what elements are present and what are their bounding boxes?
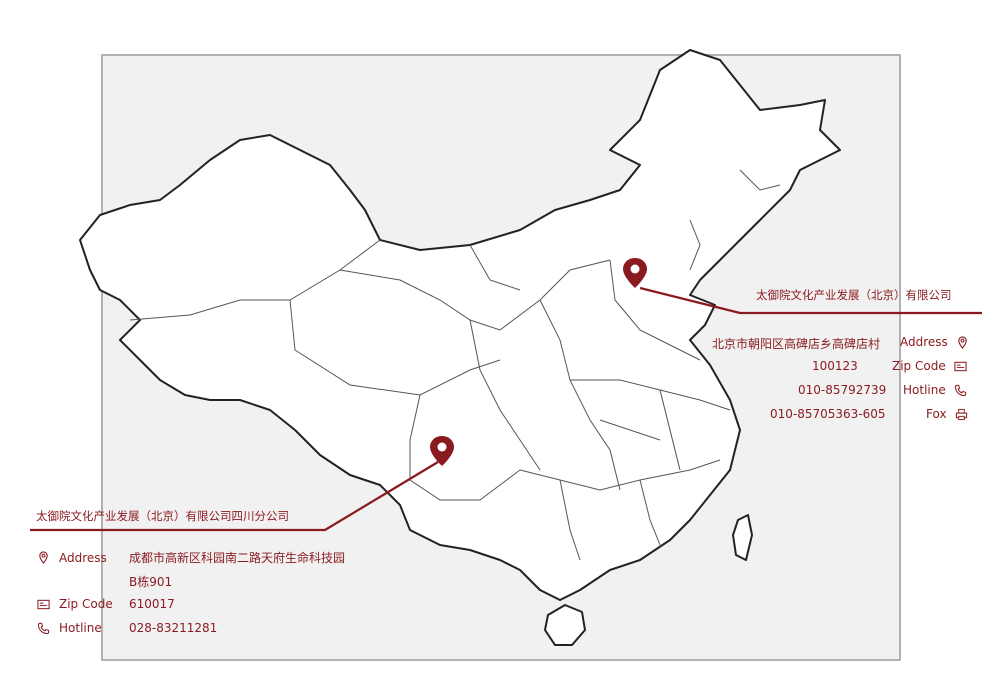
mainland-outline <box>79 49 841 601</box>
beijing-leader-line <box>639 286 982 315</box>
sichuan-hotline-value: 028-83211281 <box>129 621 218 635</box>
sichuan-zip-label: Zip Code <box>59 597 113 611</box>
beijing-zip-label: Zip Code <box>892 359 946 373</box>
phone-icon <box>954 383 968 397</box>
beijing-zip-row: 100123 <box>812 359 858 373</box>
beijing-fax-value: 010-85705363-605 <box>770 407 886 421</box>
sichuan-zip-row: Zip Code 610017 <box>36 597 175 611</box>
beijing-address-value: 北京市朝阳区高碑店乡高碑店村 <box>712 337 881 351</box>
beijing-hotline-label-wrap: Hotline <box>903 383 968 397</box>
sichuan-address-label: Address <box>59 550 107 565</box>
sichuan-hotline-row: Hotline 028-83211281 <box>36 621 217 635</box>
printer-icon <box>955 407 969 421</box>
location-pin-icon <box>956 335 970 349</box>
beijing-hotline-label: Hotline <box>903 383 946 397</box>
beijing-zip-value: 100123 <box>812 359 858 373</box>
beijing-company-name: 太御院文化产业发展（北京）有限公司 <box>756 288 952 302</box>
beijing-location-marker <box>623 258 647 288</box>
sichuan-address-value: 成都市高新区科园南二路天府生命科技园 <box>129 551 346 565</box>
location-pin-icon <box>36 551 50 565</box>
sichuan-location-marker <box>430 436 454 466</box>
sichuan-address-line2: B栋901 <box>129 573 172 590</box>
beijing-fax-label: Fox <box>926 407 947 421</box>
hainan-outline <box>544 604 586 646</box>
beijing-zip-label-wrap: Zip Code <box>892 359 968 373</box>
beijing-fax-row: 010-85705363-605 <box>770 407 886 421</box>
province-borders <box>129 169 781 561</box>
beijing-address-row: 北京市朝阳区高碑店乡高碑店村 <box>712 335 880 352</box>
id-card-icon <box>36 597 50 611</box>
sichuan-address-row: Address 成都市高新区科园南二路天府生命科技园 <box>36 549 345 566</box>
id-card-icon <box>954 359 968 373</box>
taiwan-outline <box>732 514 753 561</box>
beijing-hotline-value: 010-85792739 <box>798 383 887 397</box>
phone-icon <box>36 621 50 635</box>
sichuan-hotline-label: Hotline <box>59 621 102 635</box>
beijing-address-label: Address <box>900 335 948 349</box>
sichuan-zip-value: 610017 <box>129 597 175 611</box>
sichuan-leader-line <box>30 461 439 532</box>
sichuan-company-name: 太御院文化产业发展（北京）有限公司四川分公司 <box>36 509 289 523</box>
beijing-address-label-wrap: Address <box>900 335 970 349</box>
beijing-fax-label-wrap: Fox <box>926 407 969 421</box>
beijing-hotline-row: 010-85792739 <box>798 383 886 397</box>
sichuan-address-value-2: B栋901 <box>129 575 173 589</box>
